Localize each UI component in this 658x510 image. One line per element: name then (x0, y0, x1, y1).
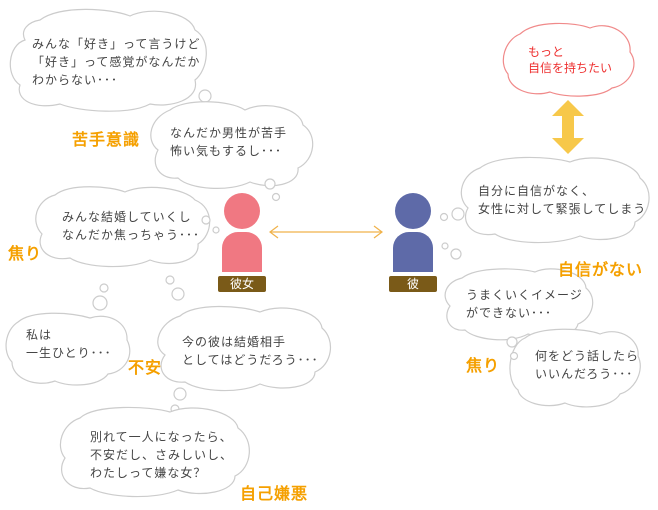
man-figure (393, 193, 433, 272)
thought-dot (450, 248, 462, 260)
tag-jikoken: 自己嫌悪 (240, 484, 309, 503)
tag-aseri-left: 焦り (8, 244, 43, 263)
thought-dot (165, 275, 175, 285)
man-label: 彼 (389, 276, 437, 292)
thought-dot (506, 336, 518, 348)
woman-label: 彼女 (218, 276, 266, 292)
thought-bubble-men (150, 101, 314, 189)
thought-bubble-boyfriend (157, 305, 332, 392)
thought-text-like: みんな「好き」って言うけど 「好き」って感覚がなんだか わからない･･･ (32, 37, 201, 87)
thought-dot (99, 283, 109, 293)
thought-bubble-confidence (460, 156, 650, 244)
thought-bubble-talk (509, 328, 641, 408)
wish-bubble (502, 22, 635, 97)
woman-figure (222, 193, 262, 272)
tag-jishin: 自信がない (558, 260, 644, 279)
thought-text-alone: 私は 一生ひとり･･･ (26, 328, 112, 360)
connector-arrow-horizontal (269, 225, 383, 239)
tag-nigate: 苦手意識 (72, 130, 141, 149)
thought-text-breakup: 別れて一人になったら、 不安だし、さみしいし、 わたしって嫌な女？ (90, 430, 234, 480)
tag-fuan: 不安 (128, 358, 163, 377)
thought-bubble-like (9, 8, 207, 112)
thought-text-talk: 何をどう話したら いいんだろう･･･ (535, 349, 640, 381)
thought-text-marriage: みんな結婚していくし なんだか焦っちゃう･･･ (62, 210, 201, 242)
thought-dot (92, 295, 108, 311)
thought-dot (439, 212, 449, 222)
thought-dot (173, 387, 187, 401)
thought-dot (201, 215, 211, 225)
thought-dot (509, 351, 519, 361)
thought-dot (271, 192, 281, 202)
thought-dot (264, 178, 276, 190)
thought-bubble-breakup (59, 406, 250, 498)
thought-dot (198, 89, 212, 103)
thought-dot (171, 287, 185, 301)
wish-text: もっと 自信を持ちたい (528, 45, 613, 75)
thought-dot (441, 242, 449, 250)
thought-bubble-marriage (35, 186, 211, 268)
thought-text-boyfriend: 今の彼は結婚相手 としてはどうだろう･･･ (182, 335, 319, 367)
thought-text-image: うまくいくイメージ ができない･･･ (466, 288, 583, 320)
thought-dot (212, 226, 220, 234)
double-arrow-vertical (552, 100, 584, 154)
thought-text-confidence: 自分に自信がなく、 女性に対して緊張してしまう (478, 184, 647, 216)
thought-bubble-alone (5, 312, 131, 386)
tag-aseri-right: 焦り (466, 356, 501, 375)
thought-dot (451, 207, 465, 221)
thought-text-men: なんだか男性が苦手 怖い気もするし･･･ (170, 126, 288, 158)
